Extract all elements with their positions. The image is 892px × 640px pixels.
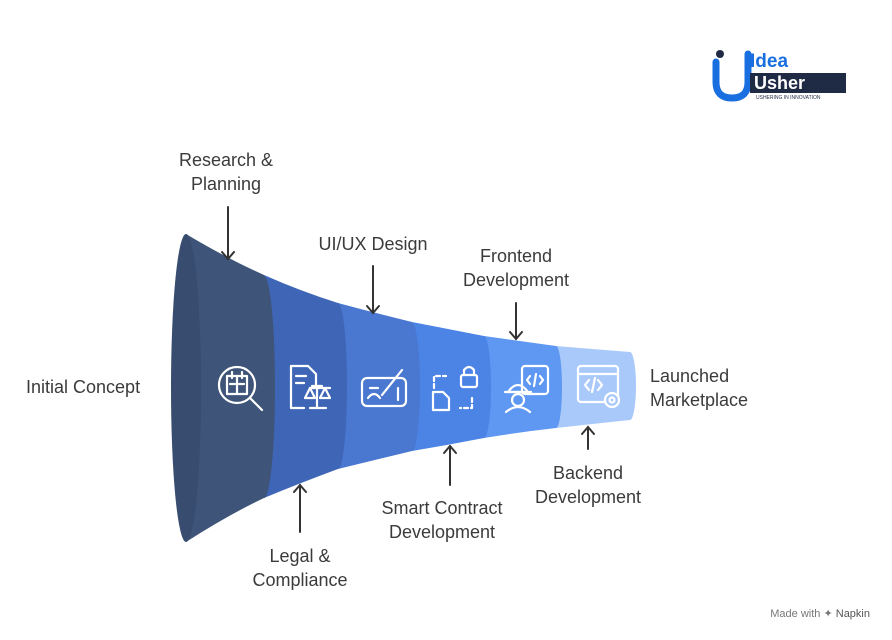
stage-label-line2: Development [388, 522, 496, 542]
end-label-line2: Marketplace [650, 390, 749, 410]
arrow-uiux [366, 265, 380, 315]
legal-scale-icon [289, 364, 332, 410]
brand-tagline: USHERING IN INNOVATION [756, 95, 821, 101]
funnel-segment-research [186, 234, 264, 542]
stage-label-line1: Backend [552, 463, 624, 483]
made-with-text: Made with [770, 608, 821, 620]
code-settings-icon [576, 364, 621, 409]
made-with-footer: Made with ✦ Napkin [770, 607, 870, 620]
idea-usher-logo-icon: Idea Usher USHERING IN INNOVATION [712, 50, 846, 102]
stage-label-line1: Research & [178, 150, 274, 170]
funnel-segment-smart-contract [412, 322, 484, 451]
secure-contract-icon [431, 365, 479, 412]
stage-label-uiux: UI/UX Design [303, 232, 443, 256]
stage-label-line2: Development [534, 487, 642, 507]
stage-label-smart-contract: Smart Contract Development [362, 496, 522, 544]
start-label-text: Initial Concept [26, 377, 141, 397]
arrow-research [221, 206, 235, 261]
napkin-text: Napkin [835, 608, 870, 620]
funnel-segment-legal [264, 275, 338, 498]
stage-label-line1: Smart Contract [381, 498, 503, 518]
arrow-legal [293, 483, 307, 533]
end-label-line1: Launched [650, 366, 730, 386]
design-tablet-icon [360, 368, 408, 408]
stage-label-legal: Legal & Compliance [240, 544, 360, 592]
developer-code-icon [503, 364, 550, 414]
stage-label-line2: Development [462, 270, 570, 290]
arrow-frontend [509, 302, 523, 341]
brand-name-line2: Usher [754, 73, 805, 93]
funnel-segment-frontend [484, 336, 556, 438]
stage-label-frontend: Frontend Development [446, 244, 586, 292]
stage-label-backend: Backend Development [518, 461, 658, 509]
start-label: Initial Concept [26, 375, 140, 399]
stage-label-line2: Compliance [252, 570, 348, 590]
funnel-mouth [171, 234, 201, 542]
brand-logo: Idea Usher USHERING IN INNOVATION [712, 46, 852, 106]
arrow-smart-contract [443, 444, 457, 486]
end-label: Launched Marketplace [650, 364, 748, 412]
search-document-icon [217, 365, 264, 412]
stage-label-line2: Planning [190, 174, 262, 194]
arrow-backend [581, 425, 595, 450]
funnel-segment-uiux [338, 303, 412, 469]
stage-label-research: Research & Planning [166, 148, 286, 196]
napkin-icon: ✦ [823, 608, 833, 620]
brand-name-line1: Idea [750, 51, 788, 72]
stage-label-line1: Legal & [269, 546, 331, 566]
stage-label-line1: UI/UX Design [318, 234, 428, 254]
stage-label-line1: Frontend [479, 246, 553, 266]
